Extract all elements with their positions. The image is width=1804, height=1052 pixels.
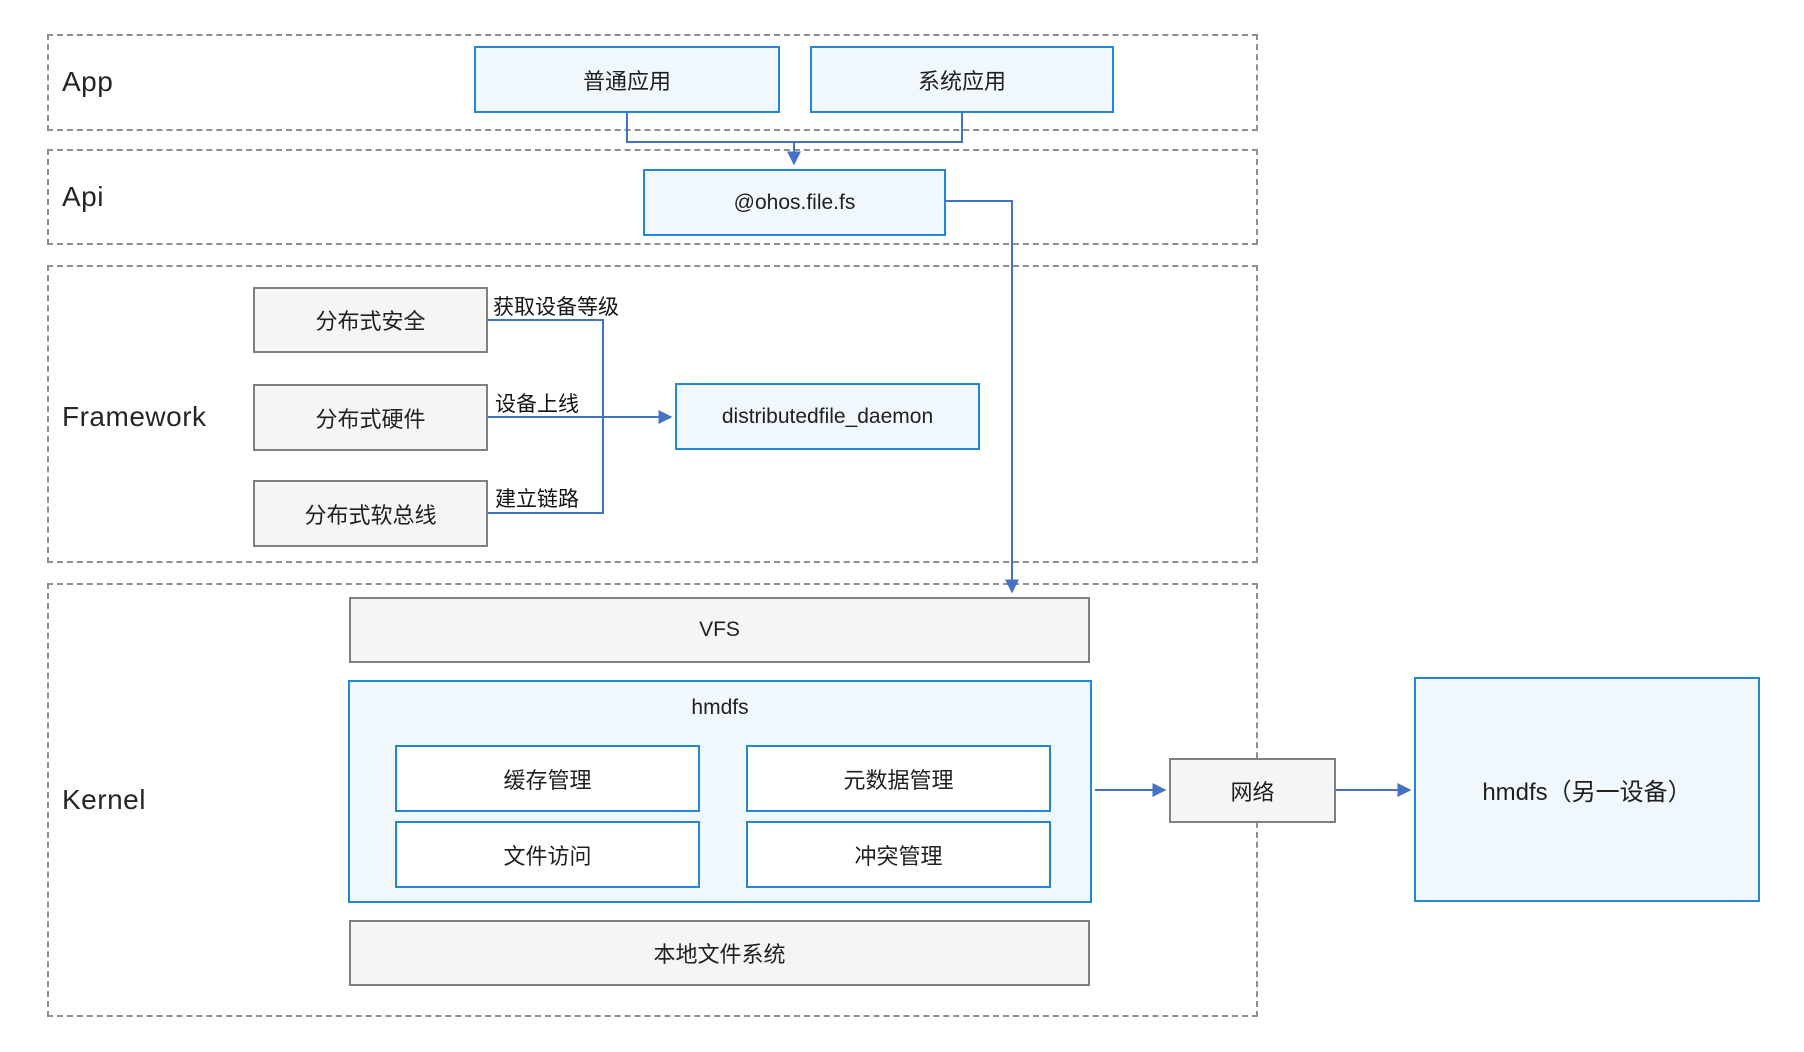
node-cache-management: 缓存管理 xyxy=(395,745,700,812)
node-hmdfs-container: hmdfs 缓存管理 元数据管理 文件访问 冲突管理 xyxy=(348,680,1092,903)
section-api xyxy=(47,149,1258,245)
node-distributedfile-daemon: distributedfile_daemon xyxy=(675,383,980,450)
hmdfs-title: hmdfs xyxy=(691,696,749,719)
node-hmdfs-remote-device: hmdfs（另一设备） xyxy=(1414,677,1760,902)
node-system-app: 系统应用 xyxy=(810,46,1114,113)
node-network: 网络 xyxy=(1169,758,1336,823)
node-local-file-system: 本地文件系统 xyxy=(349,920,1090,986)
edge-label-establish-link: 建立链路 xyxy=(495,488,579,511)
layer-label-framework: Framework xyxy=(62,401,207,432)
node-ordinary-app: 普通应用 xyxy=(474,46,780,113)
section-framework xyxy=(47,265,1258,563)
node-distributed-hardware: 分布式硬件 xyxy=(253,384,488,451)
edge-label-device-online: 设备上线 xyxy=(495,393,579,416)
node-distributed-softbus: 分布式软总线 xyxy=(253,480,488,547)
node-conflict-management: 冲突管理 xyxy=(746,821,1051,888)
layer-label-api: Api xyxy=(62,181,104,212)
layer-label-kernel: Kernel xyxy=(62,784,146,815)
edge-label-get-device-level: 获取设备等级 xyxy=(493,296,619,319)
node-metadata-management: 元数据管理 xyxy=(746,745,1051,812)
node-file-access: 文件访问 xyxy=(395,821,700,888)
layer-label-app: App xyxy=(62,66,114,97)
node-distributed-security: 分布式安全 xyxy=(253,287,488,353)
section-app xyxy=(47,34,1258,131)
edge-api-to-vfs-arrow xyxy=(946,200,1019,594)
edge-apps-merge xyxy=(626,113,963,143)
node-ohos-file-fs: @ohos.file.fs xyxy=(643,169,946,236)
node-vfs: VFS xyxy=(349,597,1090,663)
